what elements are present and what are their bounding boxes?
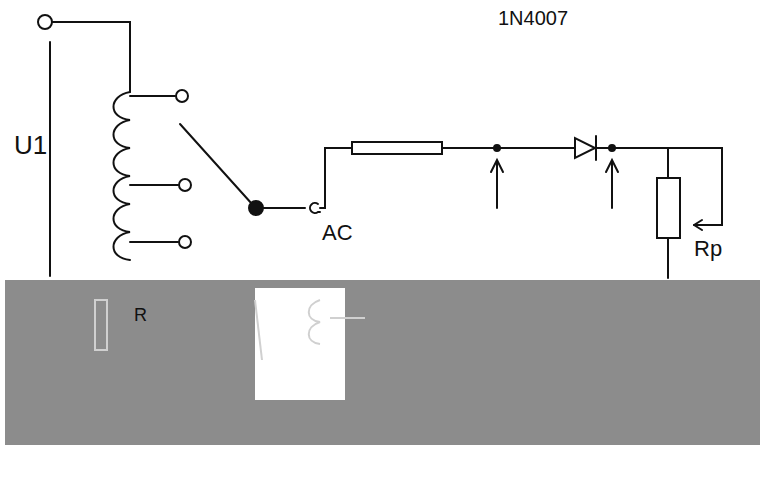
tap-terminal bbox=[179, 179, 191, 191]
wire bbox=[667, 238, 669, 278]
wire bbox=[320, 148, 352, 208]
junction-dot bbox=[609, 145, 615, 151]
junction-dot bbox=[494, 145, 500, 151]
winding-coil bbox=[114, 92, 131, 260]
voltage-label: U1 bbox=[14, 132, 47, 158]
part-name: Rp bbox=[694, 238, 722, 260]
faint-trace bbox=[95, 300, 365, 360]
potentiometer-symbol bbox=[657, 178, 680, 238]
diode-symbol bbox=[575, 136, 596, 160]
tap-wire bbox=[130, 95, 175, 97]
tap-wire bbox=[130, 184, 178, 186]
measure-arrow bbox=[606, 160, 618, 208]
switch-pivot bbox=[249, 201, 263, 215]
tap-terminal bbox=[176, 90, 188, 102]
measure-arrow bbox=[491, 160, 503, 208]
wire bbox=[667, 148, 669, 178]
selector-switch bbox=[180, 124, 252, 204]
wiper-arrow bbox=[694, 220, 702, 230]
signal-label: AC bbox=[322, 222, 353, 244]
tap-wire bbox=[130, 241, 178, 243]
fuse-symbol bbox=[352, 142, 442, 154]
part-name: R bbox=[134, 306, 147, 324]
voltage-line bbox=[49, 42, 51, 276]
wire bbox=[52, 22, 130, 92]
wire bbox=[442, 147, 575, 149]
terminal bbox=[38, 15, 52, 29]
part-number: 1N4007 bbox=[498, 8, 568, 28]
grey-block bbox=[5, 280, 760, 445]
wire bbox=[263, 203, 320, 213]
tap-terminal bbox=[179, 236, 191, 248]
